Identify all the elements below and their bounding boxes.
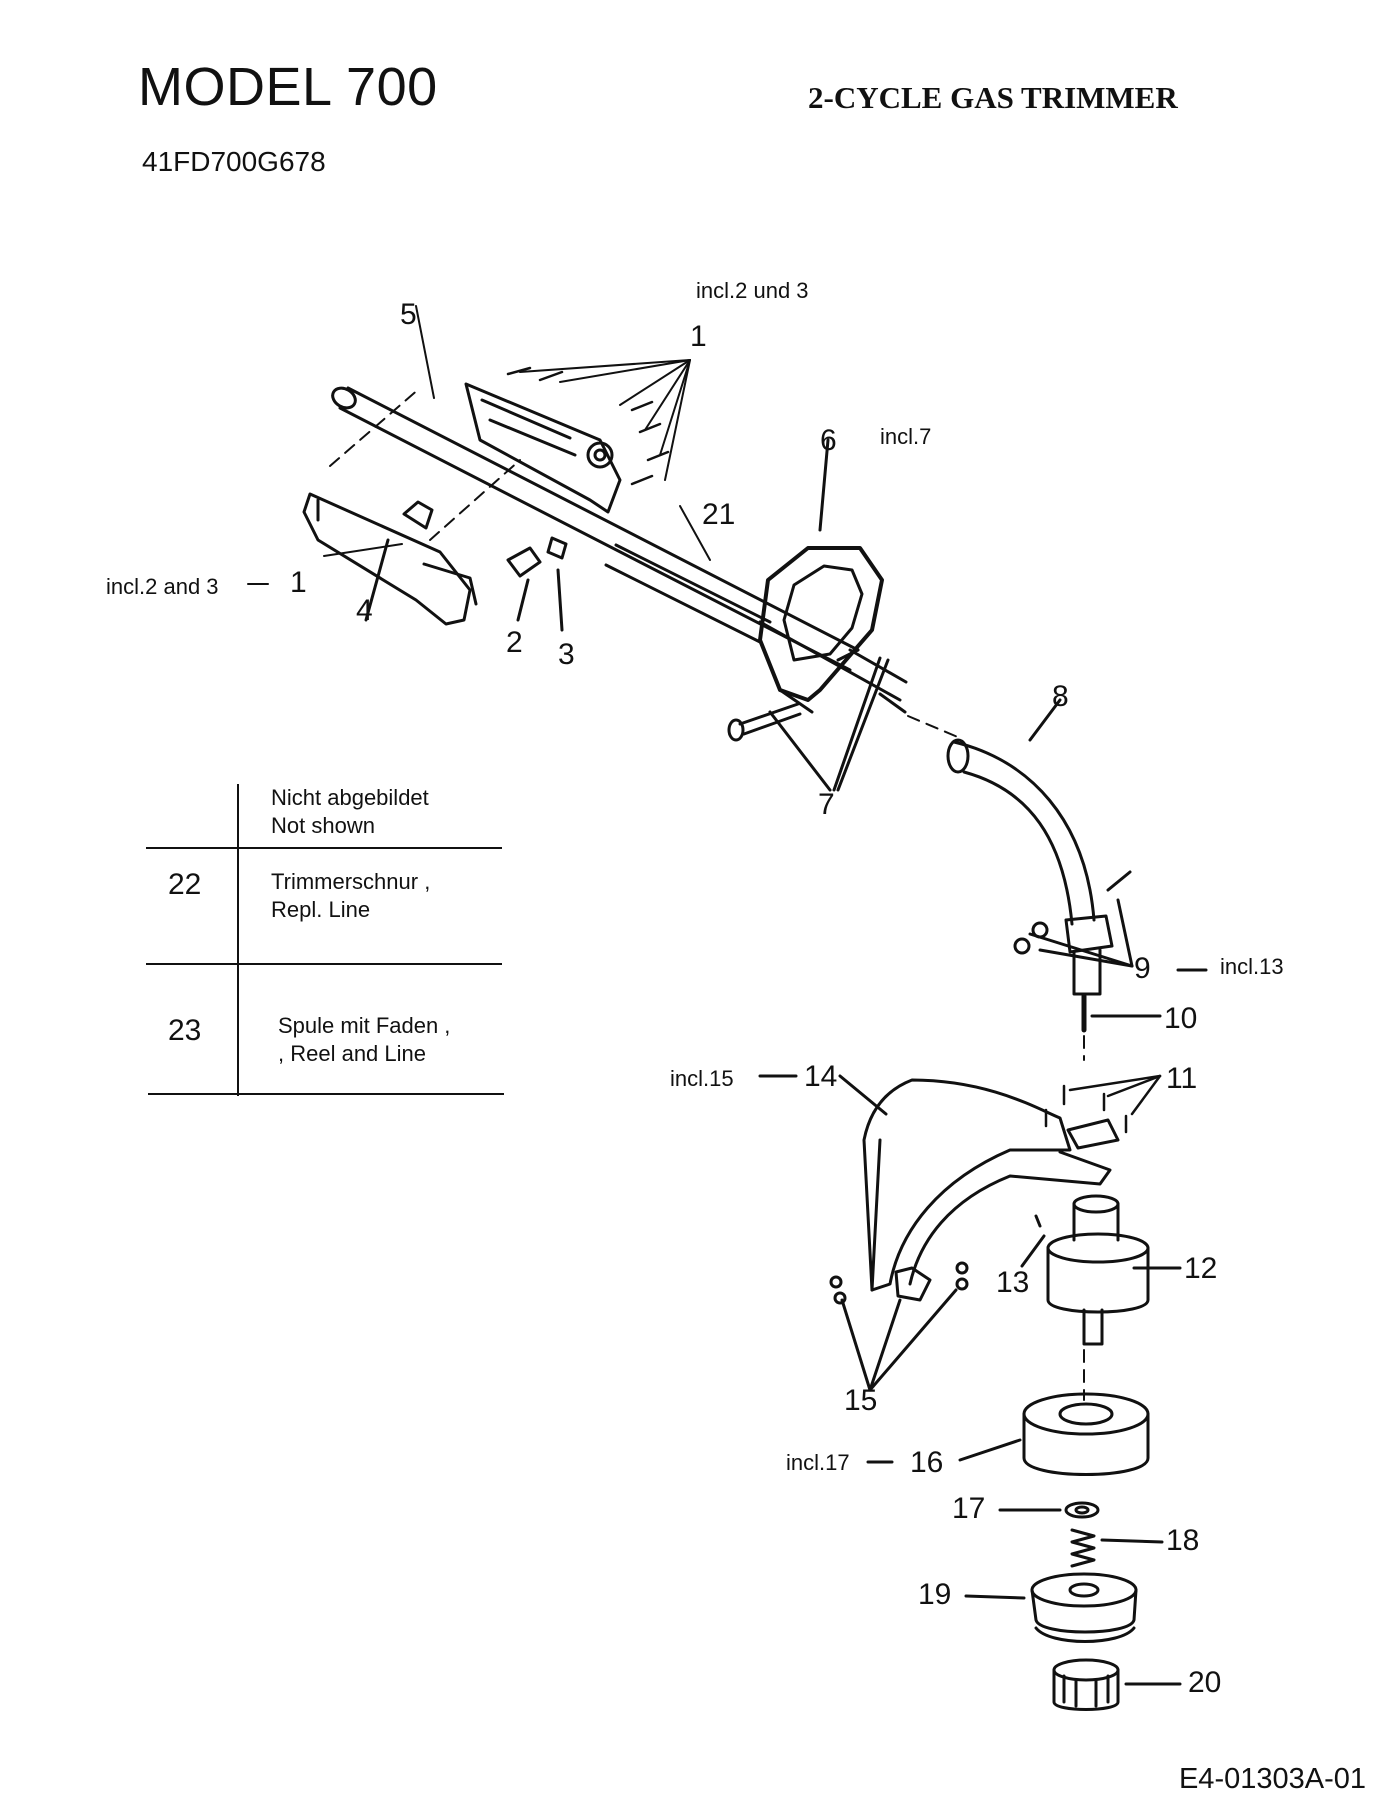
callout-17: 17: [952, 1492, 986, 1525]
table-row-22-number: 22: [168, 868, 202, 901]
table-header-en: Not shown: [271, 813, 375, 838]
table-row-23-desc-en: , Reel and Line: [278, 1041, 426, 1066]
assist-handle-6: [758, 438, 884, 714]
callout-18: 18: [1166, 1524, 1200, 1557]
table-row-22-desc: Trimmerschnur , Repl. Line: [271, 868, 430, 924]
screws-15: [829, 1261, 969, 1392]
housing-screws: [506, 366, 670, 486]
table-rules: [146, 784, 504, 1096]
callout-20: 20: [1188, 1666, 1222, 1699]
spool-housing-16: [866, 1392, 1150, 1476]
drive-cable-10: [1081, 993, 1162, 1033]
table-header: Nicht abgebildet Not shown: [271, 784, 429, 840]
callout-11: 11: [1166, 1062, 1198, 1095]
trigger-4: [364, 500, 434, 622]
callout-4: 4: [356, 594, 373, 627]
table-row-23-number: 23: [168, 1014, 202, 1047]
table-row-22-desc-en: Repl. Line: [271, 897, 371, 922]
parts-2-3: [506, 536, 568, 632]
note-incl-2-und-3: incl.2 und 3: [696, 278, 809, 303]
washer-17: [998, 1501, 1100, 1519]
note-incl-2-and-3: incl.2 and 3: [106, 574, 219, 599]
bolt-7: [727, 656, 890, 792]
table-row-23-desc: Spule mit Faden , , Reel and Line: [278, 1012, 450, 1068]
callout-3: 3: [558, 638, 575, 671]
callout-19: 19: [918, 1578, 952, 1611]
callout-13: 13: [996, 1266, 1030, 1299]
leader-lines-1: [519, 359, 691, 481]
note-incl-13: incl.13: [1220, 954, 1284, 979]
callout-5: 5: [400, 298, 417, 331]
callout-15: 15: [844, 1384, 878, 1417]
handle-housing-lower: [302, 492, 478, 626]
lower-shaft-8: [946, 698, 1096, 926]
leader-lines-misc: [247, 305, 711, 585]
model-number: 41FD700G678: [142, 146, 326, 177]
callout-16: 16: [910, 1446, 944, 1479]
spool-19: [964, 1572, 1138, 1643]
callout-2: 2: [506, 626, 523, 659]
callout-14: 14: [804, 1060, 838, 1093]
callout-1-upper: 1: [690, 320, 707, 353]
not-shown-parts-table: Nicht abgebildet Not shown 22 Trimmersch…: [146, 784, 506, 1096]
callout-6: 6: [820, 424, 837, 457]
shaft-sleeve-21: [604, 543, 772, 644]
gearhead-12: [1020, 1194, 1182, 1346]
table-header-de: Nicht abgebildet: [271, 785, 429, 810]
callout-8: 8: [1052, 680, 1069, 713]
model-title: MODEL 700: [138, 57, 438, 117]
spring-18: [1070, 1528, 1164, 1568]
note-incl-17: incl.17: [786, 1450, 850, 1475]
note-incl-15: incl.15: [670, 1066, 734, 1091]
callout-21: 21: [702, 498, 736, 531]
table-row-23-desc-de: Spule mit Faden ,: [278, 1013, 451, 1038]
callout-9: 9: [1134, 952, 1151, 985]
callout-7: 7: [818, 788, 835, 821]
callout-12: 12: [1184, 1252, 1218, 1285]
drawing-code: E4-01303A-01: [1178, 1763, 1366, 1795]
callout-1-lower: 1: [290, 566, 307, 599]
clamp-9: [1013, 870, 1208, 996]
knob-20: [1052, 1658, 1182, 1711]
guard-14: [758, 1074, 1120, 1292]
screws-11: [1044, 1074, 1162, 1134]
handle-housing-upper: [464, 382, 622, 514]
product-type: 2-CYCLE GAS TRIMMER: [808, 80, 1178, 115]
table-row-22-desc-de: Trimmerschnur ,: [271, 869, 431, 894]
note-incl-7: incl.7: [880, 424, 932, 449]
callout-10: 10: [1164, 1002, 1198, 1035]
